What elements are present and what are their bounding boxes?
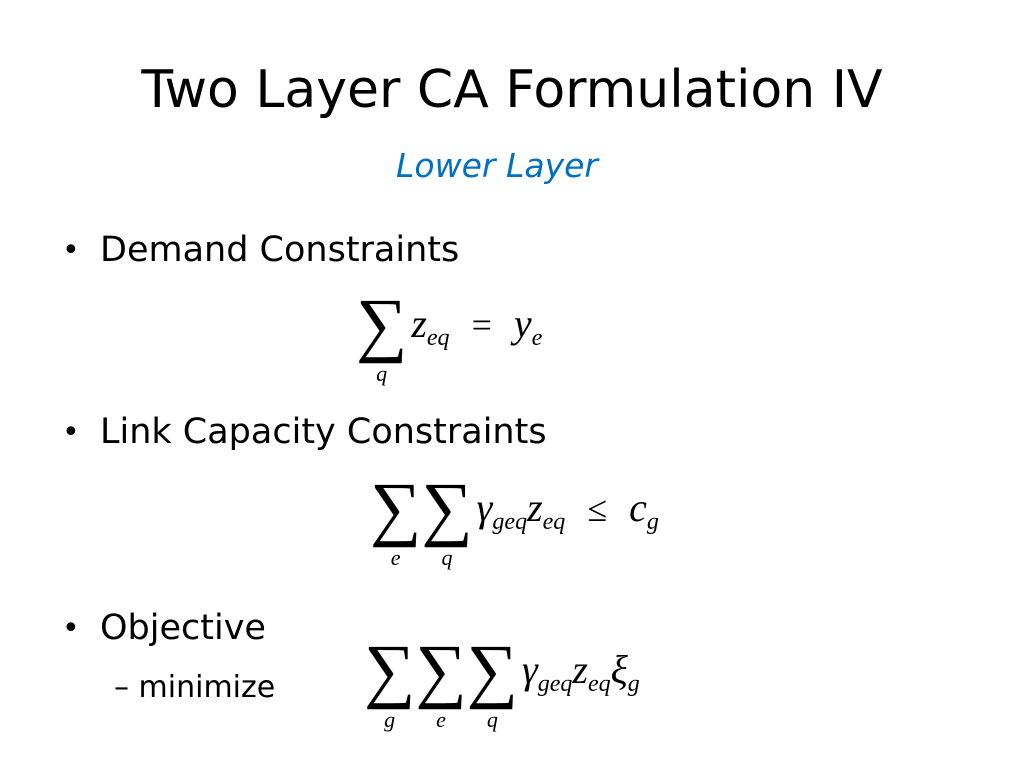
bullet-label: Demand Constraints	[100, 230, 460, 270]
gamma-subscript: geq	[537, 671, 573, 697]
bullet-label: Objective	[100, 608, 266, 648]
summation: ∑ q	[466, 630, 518, 732]
bullet-demand-constraints: • Demand Constraints	[62, 230, 459, 270]
xi-factor: ξ	[610, 647, 628, 692]
variable-z-subscript: eq	[542, 509, 566, 535]
equals-operator: =	[471, 305, 492, 345]
bullet-dot: •	[62, 414, 80, 450]
gamma-coefficient: γ	[476, 485, 493, 530]
bullet-dot: •	[62, 610, 80, 646]
summation: ∑ g	[364, 630, 416, 732]
variable-z: z	[527, 485, 543, 530]
summation: ∑ e	[370, 468, 422, 570]
variable-y: y	[513, 301, 532, 346]
summation: ∑ e	[415, 630, 467, 732]
variable-y-subscript: e	[531, 325, 543, 351]
bullet-link-capacity-constraints: • Link Capacity Constraints	[62, 412, 547, 452]
variable-z: z	[572, 647, 588, 692]
slide-title: Two Layer CA Formulation IV	[141, 60, 883, 120]
variable-c-subscript: g	[646, 509, 659, 535]
slide-subtitle: Lower Layer	[396, 146, 598, 185]
summation: ∑ q	[356, 284, 408, 386]
variable-z-subscript: eq	[426, 325, 450, 351]
gamma-coefficient: γ	[521, 647, 538, 692]
bullet-label: Link Capacity Constraints	[100, 412, 547, 452]
less-equal-operator: ≤	[587, 489, 608, 529]
variable-z-subscript: eq	[587, 671, 611, 697]
bullet-dot: •	[62, 232, 80, 268]
demand-constraint-equation: ∑ q zeq = ye	[356, 288, 542, 386]
variable-c: c	[629, 485, 647, 530]
xi-subscript: g	[627, 671, 640, 697]
variable-z: z	[411, 301, 427, 346]
capacity-constraint-equation: ∑ e ∑ q γgeqzeq ≤ cg	[370, 472, 659, 570]
gamma-subscript: geq	[492, 509, 528, 535]
bullet-objective: • Objective	[62, 608, 266, 648]
summation: ∑ q	[421, 468, 473, 570]
subbullet-minimize: – minimize	[114, 670, 276, 705]
objective-equation: ∑ g ∑ e ∑ q γgeqzeqξg	[364, 634, 640, 732]
